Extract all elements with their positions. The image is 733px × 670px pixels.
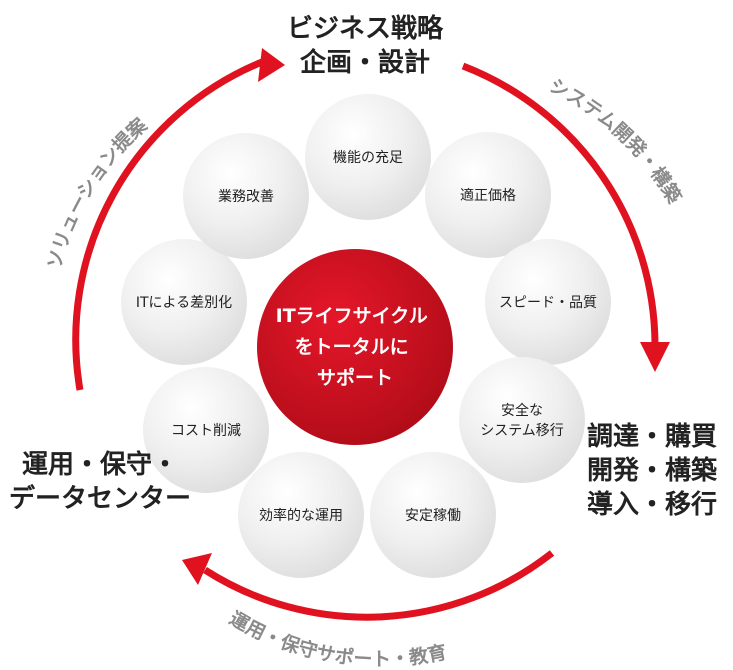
node-circle xyxy=(485,239,611,365)
node-tekisei: 適正価格 xyxy=(425,132,551,258)
node-circle xyxy=(121,239,247,365)
node-label-line: ITによる差別化 xyxy=(136,295,232,311)
node-sabetsu: ITによる差別化 xyxy=(121,239,247,365)
node-circle xyxy=(370,452,496,578)
node-circle xyxy=(425,132,551,258)
stage-label-procurement: 調達・購買 開発・構築 導入・移行 xyxy=(572,420,732,522)
arrow-arc-left xyxy=(72,58,264,391)
cycle-arrows xyxy=(72,48,670,621)
arrow-arc-right xyxy=(461,62,659,346)
node-antei: 安定稼働 xyxy=(370,452,496,578)
node-label: 安全なシステム移行 xyxy=(480,402,564,439)
node-cost: コスト削減 xyxy=(143,367,269,493)
node-circle xyxy=(143,367,269,493)
center-text: ITライフサイクル をトータルに サポート xyxy=(276,305,435,389)
stage-label-procurement-line-2: 開発・構築 xyxy=(586,456,717,486)
node-label: スピード・品質 xyxy=(499,295,597,311)
node-label-line: 安定稼働 xyxy=(405,508,461,524)
node-speed: スピード・品質 xyxy=(485,239,611,365)
arc-label-right: システム開発・構築 xyxy=(546,75,687,208)
center-line-2: をトータルに xyxy=(295,336,409,358)
arrow-head-right xyxy=(640,342,670,372)
node-label-line: コスト削減 xyxy=(171,422,241,439)
node-label-line: 機能の充足 xyxy=(333,150,403,166)
node-label-line: スピード・品質 xyxy=(499,295,597,311)
node-kinou: 機能の充足 xyxy=(305,94,431,220)
stage-label-strategy-line-2: 企画・設計 xyxy=(299,48,430,78)
node-label-line: 効率的な運用 xyxy=(259,507,343,524)
arc-label-left: ソリューション提案 xyxy=(43,113,152,272)
node-label: 機能の充足 xyxy=(333,150,403,166)
arc-label-left-text: ソリューション提案 xyxy=(43,113,152,272)
node-label: 適正価格 xyxy=(460,187,516,204)
stage-label-procurement-line-1: 調達・購買 xyxy=(586,422,717,452)
node-circle xyxy=(305,94,431,220)
arrow-head-bottom xyxy=(182,553,212,585)
node-circle xyxy=(183,133,309,259)
node-label: 効率的な運用 xyxy=(259,507,343,524)
node-label-line: システム移行 xyxy=(480,423,564,439)
stage-label-strategy-line-1: ビジネス戦略 xyxy=(286,14,443,44)
node-label: 安定稼働 xyxy=(405,508,461,524)
stage-label-operations-line-1: 運用・保守・ xyxy=(21,450,178,480)
node-gyoumu: 業務改善 xyxy=(183,133,309,259)
center-hub: ITライフサイクル をトータルに サポート xyxy=(257,249,453,445)
center-line-1: ITライフサイクル xyxy=(276,305,428,327)
stage-label-strategy: ビジネス戦略 企画・設計 xyxy=(250,12,480,80)
arrow-arc-bottom xyxy=(203,550,555,621)
node-label-line: 業務改善 xyxy=(218,189,274,205)
center-line-3: サポート xyxy=(317,366,393,389)
node-label-line: 安全な xyxy=(501,402,543,419)
node-label: ITによる差別化 xyxy=(136,295,232,311)
arrow-head-left xyxy=(258,48,285,82)
node-circle xyxy=(459,357,585,483)
node-label: 業務改善 xyxy=(218,189,274,205)
stage-label-operations: 運用・保守・ データセンター xyxy=(0,448,200,516)
node-label-line: 適正価格 xyxy=(460,187,516,204)
node-label: コスト削減 xyxy=(171,422,241,439)
node-anzen: 安全なシステム移行 xyxy=(459,357,585,483)
center-circle xyxy=(257,249,453,445)
node-circle xyxy=(238,452,364,578)
stage-label-operations-line-2: データセンター xyxy=(8,484,191,514)
arc-label-right-text: システム開発・構築 xyxy=(546,75,687,208)
stage-label-procurement-line-3: 導入・移行 xyxy=(586,490,717,520)
node-kouritsu: 効率的な運用 xyxy=(238,452,364,578)
